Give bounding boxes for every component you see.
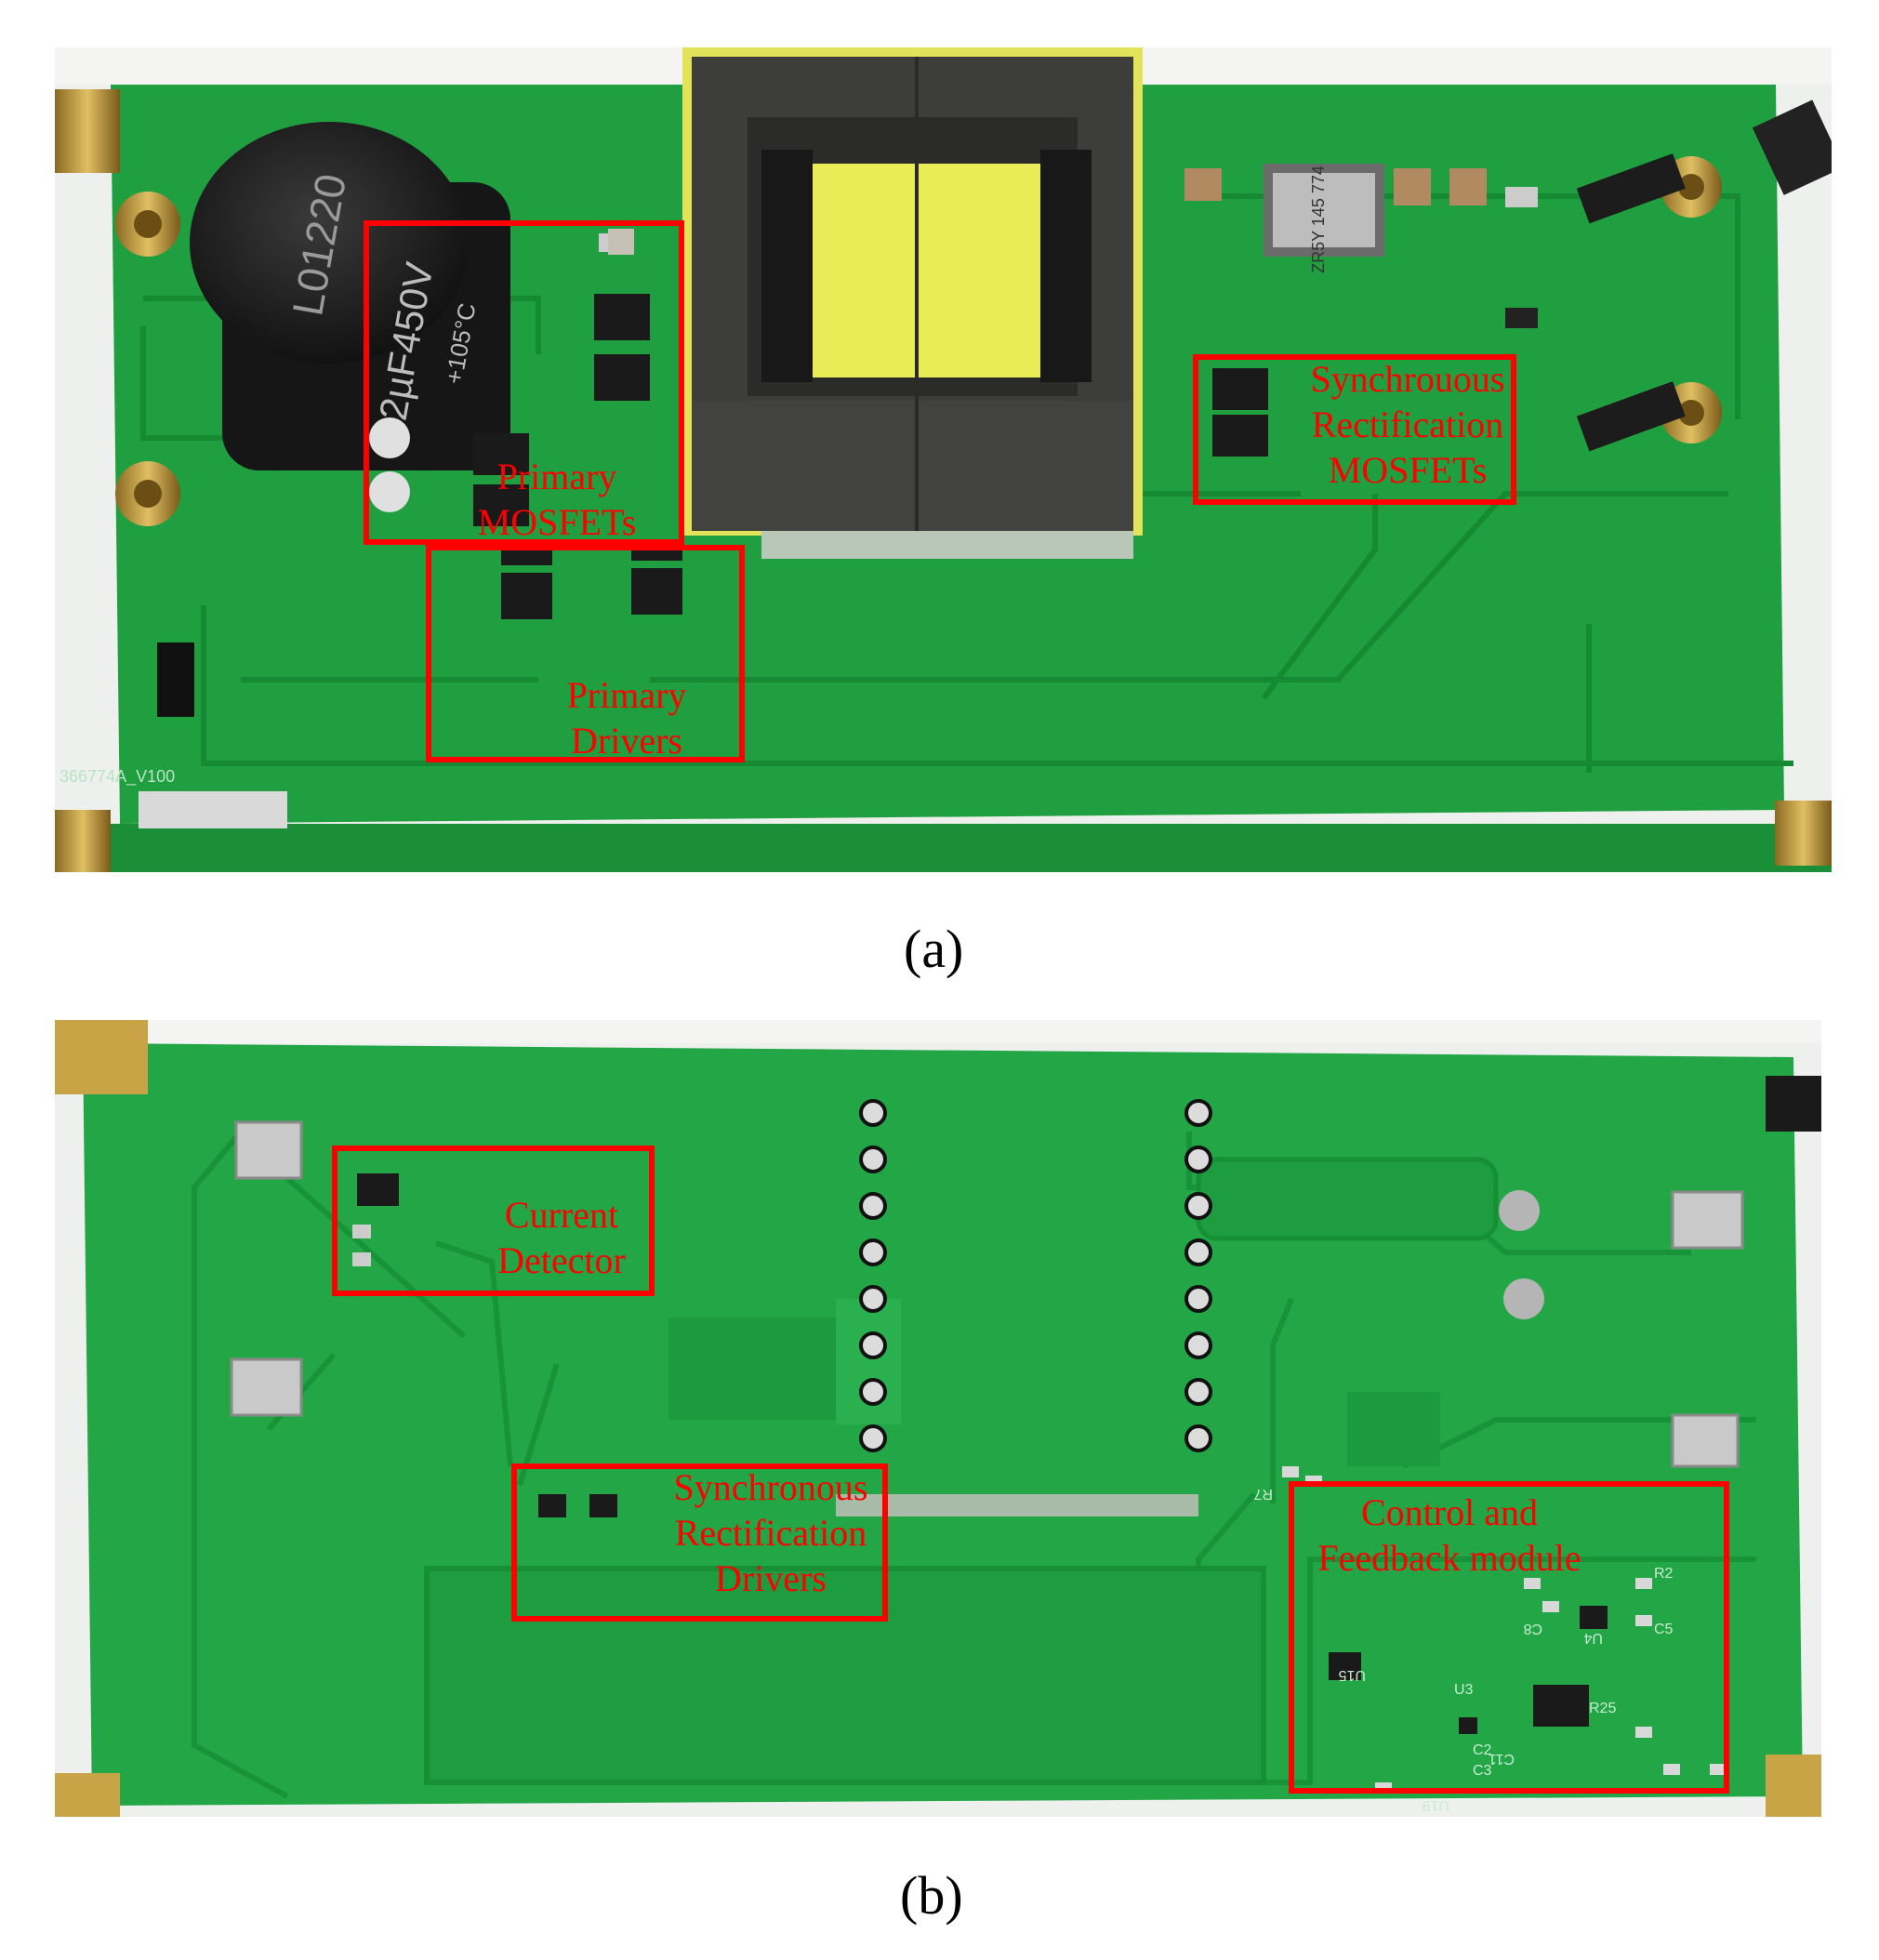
sr-mosfets-label: Synchrouous Rectification MOSFETs — [1291, 356, 1524, 493]
current-detector-label-line2: Detector — [497, 1239, 626, 1281]
transformer — [682, 47, 1143, 559]
sr-drivers-label-line2: Rectification — [674, 1512, 867, 1554]
power-pads — [230, 1120, 1744, 1468]
sr-drivers-label-line1: Synchronous — [673, 1466, 868, 1508]
sr-drivers-box — [511, 1463, 888, 1622]
sr-mosfet-chips: ZR5Y 145 774 — [1184, 164, 1538, 457]
bottom-connector — [139, 791, 287, 828]
silk-u4: U4 — [1583, 1630, 1603, 1646]
left-connector — [157, 642, 194, 717]
silk-c8: C8 — [1523, 1621, 1542, 1636]
silk-u15: U15 — [1339, 1667, 1366, 1683]
primary-mosfets-label: Primary MOSFETs — [445, 454, 668, 545]
control-feedback-label-line2: Feedback module — [1317, 1537, 1581, 1579]
current-detector-box — [332, 1146, 655, 1296]
silk-c5: C5 — [1654, 1622, 1674, 1637]
silk-r25: R25 — [1589, 1701, 1616, 1716]
silk-u3: U3 — [1454, 1682, 1474, 1698]
primary-mosfets-label-line2: MOSFETs — [477, 501, 637, 543]
pcb-bottom-photo: R7 U15 U4 R25 C8 C5 C2 C3 C11 R2 U3 U19 … — [55, 1020, 1821, 1817]
isolation-slot — [836, 1494, 1198, 1516]
panel-a-label: (a) — [904, 919, 964, 979]
pcb-top-photo: L01220 22µF450V +105°C — [55, 47, 1832, 872]
silk-u19: U19 — [1422, 1797, 1449, 1813]
inductor-marking: ZR5Y 145 774 — [1309, 166, 1328, 273]
silk-c2: C2 — [1473, 1742, 1492, 1758]
primary-mosfet-chips — [369, 229, 650, 526]
primary-mosfets-label-line1: Primary — [496, 456, 617, 497]
primary-drivers-label-line2: Drivers — [571, 720, 682, 761]
sr-mosfets-box — [1193, 354, 1516, 505]
via-array-left — [668, 1318, 854, 1420]
control-module-chips — [1329, 1606, 1608, 1734]
current-detector-label-line1: Current — [504, 1194, 619, 1236]
primary-drivers-box — [426, 545, 745, 762]
primary-drivers-label: Primary Drivers — [529, 672, 724, 763]
silk-r7: R7 — [1253, 1486, 1273, 1502]
pcb-top-illustration: L01220 22µF450V +105°C — [55, 47, 1832, 872]
current-detector-label: Current Detector — [464, 1192, 659, 1283]
silk-r2: R2 — [1654, 1566, 1674, 1582]
primary-mosfets-box — [364, 220, 684, 545]
sr-mosfets-label-line3: MOSFETs — [1328, 449, 1488, 491]
through-holes — [859, 1099, 1212, 1452]
primary-drivers-label-line1: Primary — [566, 674, 687, 716]
pcb-bottom-illustration: R7 U15 U4 R25 C8 C5 C2 C3 C11 R2 U3 U19 — [55, 1020, 1821, 1817]
sr-drivers-label-line3: Drivers — [715, 1557, 827, 1599]
control-feedback-box — [1289, 1481, 1729, 1794]
silk-c11: C11 — [1489, 1751, 1515, 1767]
board-id-silkscreen: 366774A_V100 — [60, 767, 175, 787]
via-array-right — [1347, 1392, 1440, 1466]
sr-mosfets-label-line1: Synchrouous — [1310, 358, 1505, 400]
panel-b-label: (b) — [900, 1865, 963, 1926]
sr-mosfets-label-line2: Rectification — [1311, 404, 1504, 445]
control-feedback-label: Control and Feedback module — [1301, 1490, 1598, 1581]
control-feedback-label-line1: Control and — [1361, 1491, 1538, 1533]
sr-drivers-label: Synchronous Rectification Drivers — [659, 1464, 882, 1601]
silk-c3: C3 — [1473, 1763, 1492, 1779]
standoff-group — [55, 89, 1832, 872]
